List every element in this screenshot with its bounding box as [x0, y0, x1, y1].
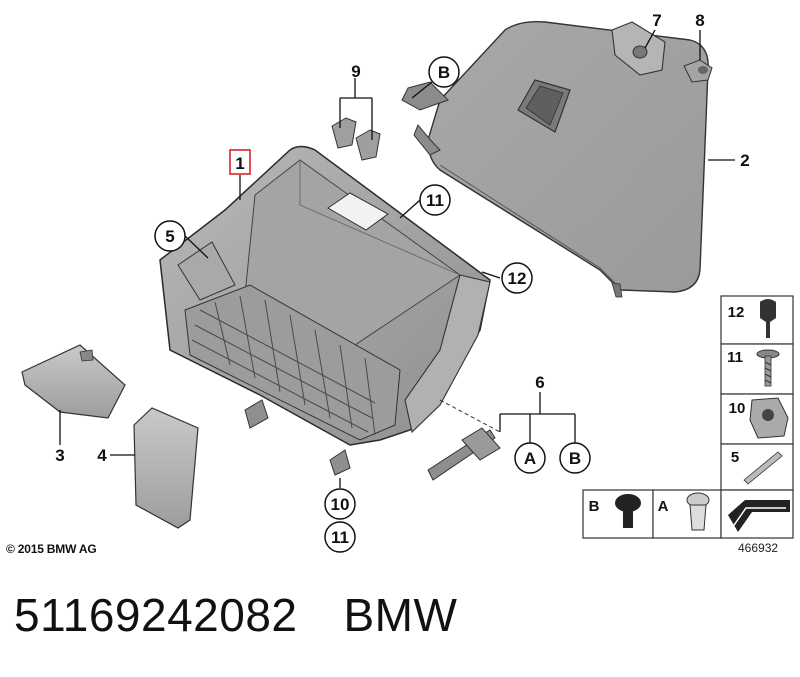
- fastener-legend: [582, 295, 794, 539]
- legend-11: 11: [727, 349, 780, 387]
- svg-text:11: 11: [331, 528, 349, 547]
- cover-panel: [21, 344, 126, 419]
- svg-text:B: B: [569, 449, 581, 468]
- callout-2: 2: [740, 151, 749, 170]
- callout-12: 12: [501, 262, 533, 294]
- callout-4: 4: [97, 446, 107, 465]
- glovebox-lid: [401, 20, 709, 298]
- svg-text:12: 12: [728, 304, 745, 321]
- svg-text:5: 5: [165, 227, 174, 246]
- callout-11-top: 11: [419, 184, 451, 216]
- svg-text:3: 3: [55, 446, 64, 465]
- button-fastener-icon: [615, 494, 641, 528]
- svg-text:B: B: [438, 63, 450, 82]
- bushing: [683, 59, 713, 83]
- clip-pair: [331, 117, 381, 161]
- svg-text:10: 10: [331, 495, 350, 514]
- svg-text:11: 11: [426, 191, 444, 210]
- screw-icon: [756, 349, 780, 387]
- callout-8: 8: [695, 11, 704, 30]
- brand-name: BMW: [343, 589, 458, 641]
- svg-text:2: 2: [740, 151, 749, 170]
- legend-A: A: [658, 492, 710, 531]
- callout-1: 1: [229, 149, 251, 175]
- svg-text:6: 6: [535, 373, 544, 392]
- pin-icon: [743, 451, 783, 485]
- legend-10: 10: [729, 397, 789, 439]
- svg-text:8: 8: [695, 11, 704, 30]
- callout-B-damper: B: [559, 442, 591, 474]
- svg-text:1: 1: [235, 154, 244, 173]
- push-clip-icon: [686, 492, 710, 531]
- callout-5: 5: [154, 220, 186, 252]
- legend-5: 5: [731, 449, 783, 485]
- svg-text:9: 9: [351, 62, 360, 81]
- damper: [427, 399, 501, 481]
- svg-text:5: 5: [731, 449, 739, 466]
- svg-text:10: 10: [729, 400, 746, 417]
- diagram-number: 466932: [738, 541, 779, 555]
- svg-text:B: B: [589, 498, 600, 515]
- part-number: 51169242082: [14, 589, 298, 641]
- highlight-box: [229, 149, 251, 175]
- clip-nut-icon: [749, 397, 789, 439]
- bracket-profile-icon: [728, 500, 790, 532]
- part-info: 51169242082 BMW: [14, 588, 457, 642]
- copyright-notice: © 2015 BMW AG: [6, 542, 97, 556]
- callout-A: A: [514, 442, 546, 474]
- legend-12: 12: [728, 299, 776, 338]
- glovebox-housing: [159, 145, 491, 476]
- callout-6: 6: [535, 373, 544, 392]
- rivet-12-icon: [760, 299, 776, 338]
- callout-11-bottom: 11: [324, 521, 356, 553]
- callout-7: 7: [652, 11, 661, 30]
- svg-text:12: 12: [508, 269, 527, 288]
- callout-B-lid: B: [428, 56, 460, 88]
- legend-B: B: [589, 494, 641, 528]
- svg-text:A: A: [524, 449, 536, 468]
- callout-10: 10: [324, 488, 356, 520]
- svg-text:7: 7: [652, 11, 661, 30]
- svg-text:A: A: [658, 498, 669, 515]
- svg-text:11: 11: [727, 349, 743, 366]
- callout-9: 9: [351, 62, 360, 81]
- side-trim: [133, 407, 199, 529]
- callout-3: 3: [55, 446, 64, 465]
- svg-text:4: 4: [97, 446, 107, 465]
